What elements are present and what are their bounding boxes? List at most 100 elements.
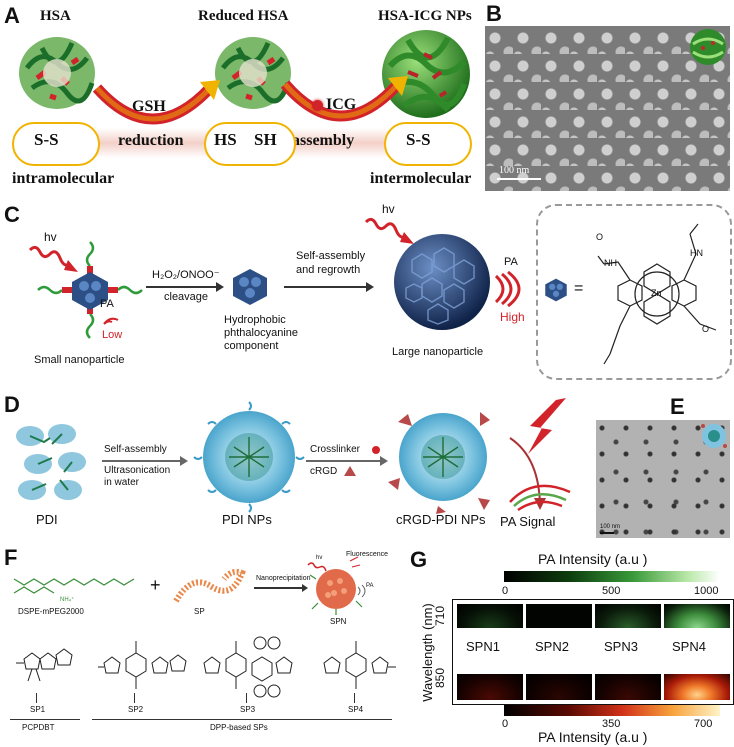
- label-hs: HS: [214, 130, 237, 149]
- pa-image-spn2-710: [525, 603, 593, 629]
- tick-top-500: 500: [602, 585, 621, 597]
- crosslink-arrow: [306, 460, 382, 462]
- large-nanoparticle-icon: [394, 234, 490, 330]
- group-line-dpp: [92, 719, 392, 720]
- panel-c: C hv PA Low Small nanoparticle H₂O₂/ONOO…: [0, 198, 734, 383]
- label-low: Low: [102, 329, 123, 341]
- assembly-arrow-d-head: [180, 456, 188, 466]
- label-sp1: SP1: [30, 705, 46, 714]
- colorbar-green: [504, 571, 720, 582]
- label-o-1: O: [596, 232, 604, 242]
- pdi-nanoparticle-icon: [193, 401, 305, 513]
- label-intramolecular: intramolecular: [12, 170, 115, 187]
- crgd-peptide-icon: [344, 466, 356, 476]
- sp3-up-arrow: [246, 693, 247, 703]
- label-large-nanoparticle: Large nanoparticle: [392, 346, 484, 358]
- pa-image-spn4-850: [663, 673, 731, 701]
- tick-top-1000: 1000: [694, 585, 719, 597]
- label-crgd-pdi-nps: cRGD-PDI NPs: [396, 512, 486, 527]
- scale-label-e: 100 nm: [600, 524, 621, 530]
- colorbar-title-top: PA Intensity (a.u ): [538, 551, 648, 567]
- tick-top-0: 0: [502, 585, 509, 597]
- label-component: component: [224, 340, 279, 352]
- label-icg: ICG: [326, 96, 357, 113]
- pa-image-spn3-850: [594, 673, 662, 701]
- crgd-pdi-nanoparticle-icon: [388, 412, 490, 514]
- pa-image-spn4-710: [663, 603, 731, 629]
- cleavage-arrow-head: [216, 282, 224, 292]
- sp2-up-arrow: [134, 693, 135, 703]
- tick-bottom-0: 0: [502, 718, 509, 730]
- label-in-water: in water: [104, 477, 140, 488]
- label-intermolecular: intermolecular: [370, 170, 472, 187]
- label-crosslinker: Crosslinker: [310, 444, 361, 455]
- label-small-nanoparticle: Small nanoparticle: [34, 354, 125, 366]
- light-wave-icon-2: [364, 217, 414, 244]
- pa-image-spn3-710: [594, 603, 662, 629]
- label-sp3: SP3: [240, 705, 256, 714]
- label-phthalocyanine: phthalocyanine: [224, 327, 299, 339]
- label-pcpdbt: PCPDBT: [22, 723, 55, 732]
- assembly-arrow-d: [102, 460, 182, 462]
- label-self-assembly-c: Self-assembly: [296, 250, 366, 262]
- sp3-structure-icon: [203, 636, 293, 698]
- hsa-protein-icon: [19, 37, 95, 109]
- panel-label-c: C: [4, 202, 20, 227]
- nanoparticle-sphere-icon: [382, 30, 470, 118]
- label-spn2: SPN2: [535, 639, 569, 654]
- label-cleavage: cleavage: [164, 291, 209, 303]
- panel-label-d: D: [4, 392, 20, 417]
- pa-image-spn2-850: [525, 673, 593, 701]
- pa-image-spn1-710: [456, 603, 524, 629]
- tick-bottom-700: 700: [694, 718, 713, 730]
- label-reduction: reduction: [118, 132, 184, 149]
- pa-low-wave-icon: [103, 317, 119, 325]
- cloud-ss-1: [12, 122, 100, 166]
- label-reduced-hsa: Reduced HSA: [198, 8, 289, 24]
- label-equals: =: [574, 280, 584, 297]
- sp1-structure-icon: [16, 648, 73, 682]
- label-fluorescence: Fluorescence: [346, 551, 389, 558]
- label-sp2: SP2: [128, 705, 144, 714]
- label-dspe-mpeg2000: DSPE-mPEG2000: [18, 607, 84, 616]
- structure-box: [536, 204, 732, 380]
- regrowth-arrow: [284, 286, 368, 288]
- label-pa-signal: PA Signal: [500, 514, 556, 529]
- icg-arrow-icon: [280, 76, 408, 122]
- label-sh: SH: [254, 130, 277, 149]
- pdi-molecules-icon: [16, 424, 86, 500]
- label-pa-f: PA: [366, 583, 374, 589]
- label-zn: Zn: [651, 288, 662, 298]
- phthalocyanine-hexagon-icon: [233, 269, 267, 305]
- label-hv-2: hv: [382, 202, 395, 216]
- label-spn1: SPN1: [466, 639, 500, 654]
- small-nanoparticle-icon: [37, 241, 143, 339]
- label-pdi-nps: PDI NPs: [222, 512, 272, 527]
- panel-d: D PDI Self-assembly Ultrasonication in w…: [0, 388, 590, 538]
- spn-nanoparticle-icon: [307, 556, 366, 615]
- icg-dot-icon: [312, 100, 323, 111]
- label-gsh: GSH: [132, 98, 166, 115]
- group-line-pcpdbt: [10, 719, 80, 720]
- cloud-ss-2: [384, 122, 472, 166]
- label-hydrophobic: Hydrophobic: [224, 314, 286, 326]
- tem-image-e: 100 nm: [596, 420, 730, 538]
- sp4-structure-icon: [323, 641, 396, 689]
- regrowth-arrow-head: [366, 282, 374, 292]
- scale-label-b: 100 nm: [499, 165, 530, 176]
- label-hv-f: hv: [316, 555, 323, 561]
- label-pa-high: PA: [504, 256, 518, 268]
- panel-label-a: A: [4, 3, 20, 28]
- pa-signal-icon: [509, 398, 571, 512]
- reduced-hsa-protein-icon: [215, 37, 291, 109]
- panel-label-f: F: [4, 545, 18, 570]
- tem-image-b: 100 nm: [485, 26, 730, 191]
- nanoprecipitation-arrow: [254, 587, 304, 589]
- label-high: High: [500, 310, 525, 324]
- label-hsa: HSA: [40, 8, 71, 24]
- cleavage-arrow: [146, 286, 218, 288]
- panel-label-e: E: [670, 394, 685, 419]
- inset-nanoparticle-icon: [690, 29, 726, 65]
- panel-label-b: B: [486, 1, 502, 26]
- hexagon-legend-icon: [545, 278, 567, 302]
